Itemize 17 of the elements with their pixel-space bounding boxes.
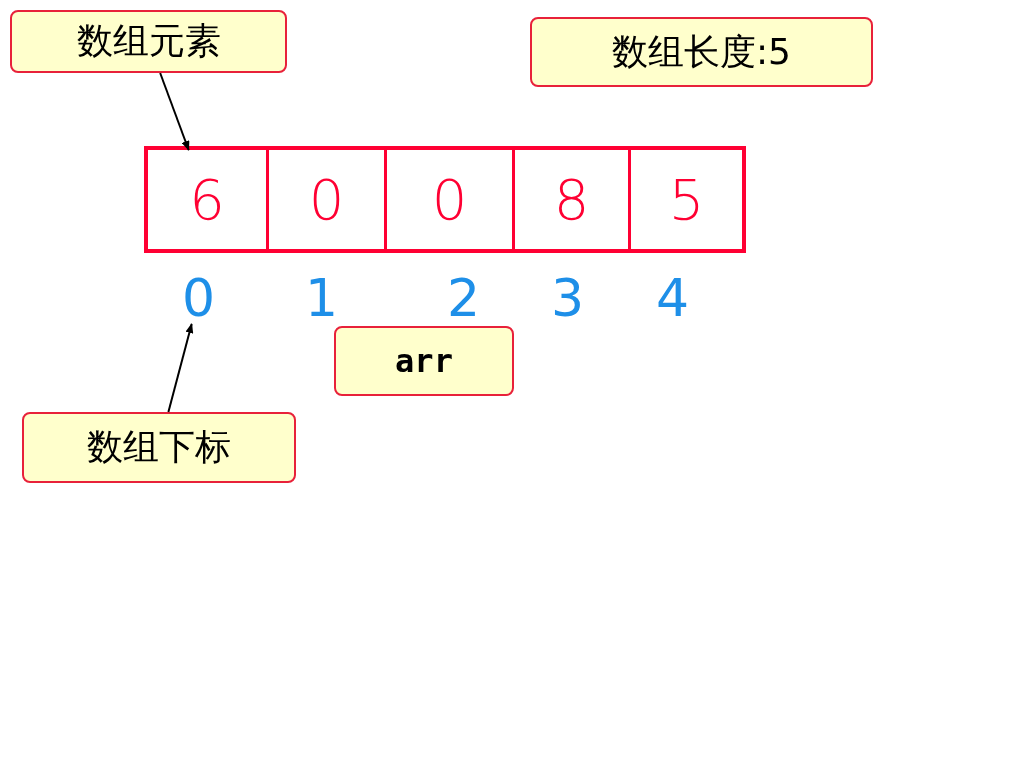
index-number: 3 (551, 272, 585, 324)
index-number: 0 (182, 272, 216, 324)
callout-label: 数组元素 (10, 10, 287, 73)
arrow (167, 323, 194, 413)
arrow (159, 72, 190, 151)
index-number: 2 (447, 272, 481, 324)
callout-label: 数组长度:5 (530, 17, 873, 87)
index-number: 1 (305, 272, 339, 324)
array-box (144, 146, 746, 253)
callout-label: 数组下标 (22, 412, 296, 483)
array-element: 0 (384, 150, 512, 249)
index-number: 4 (656, 272, 690, 324)
callout-label: arr (334, 326, 514, 396)
array-element: 6 (148, 150, 266, 249)
array-element: 8 (512, 150, 628, 249)
array-element: 5 (628, 150, 742, 249)
array-element: 0 (266, 150, 384, 249)
